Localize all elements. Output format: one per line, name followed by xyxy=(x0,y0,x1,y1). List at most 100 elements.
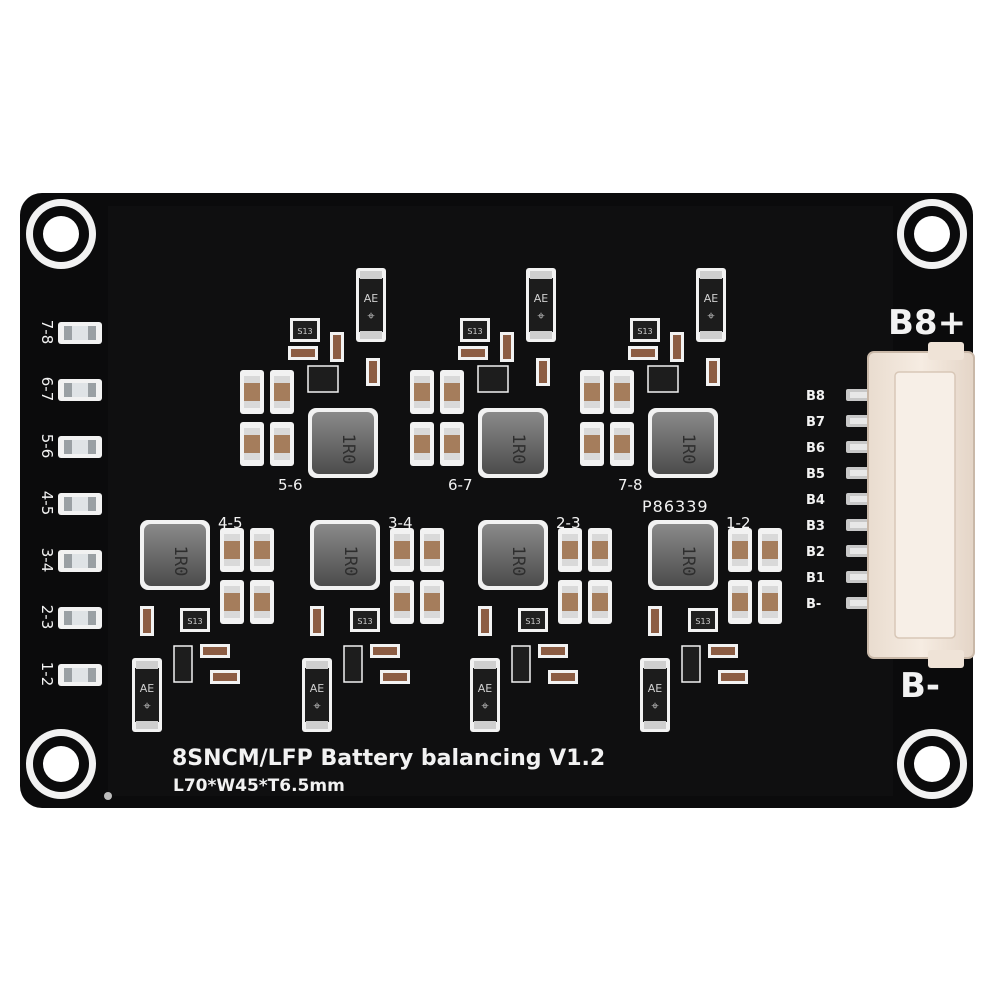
capacitor-terminal xyxy=(224,534,240,541)
led-pad xyxy=(88,440,96,454)
diode-lead xyxy=(306,721,328,729)
cell-label: 3-4 xyxy=(388,514,413,532)
control-ic xyxy=(183,611,207,629)
diode-lead xyxy=(360,271,382,279)
ceramic-capacitor xyxy=(244,376,260,408)
diode-polarity-icon: ⌖ xyxy=(537,309,545,324)
ic-marking: S13 xyxy=(357,617,372,626)
pin-label: B7 xyxy=(806,415,825,430)
capacitor-terminal xyxy=(762,534,778,541)
led-label: 1-2 xyxy=(38,662,56,687)
capacitor-terminal xyxy=(254,586,270,593)
capacitor-terminal xyxy=(414,428,430,435)
smd-resistor xyxy=(461,349,485,357)
mounting-hole xyxy=(43,216,79,252)
mosfet xyxy=(343,645,363,683)
pin-label: B1 xyxy=(806,571,825,586)
capacitor-terminal xyxy=(244,428,260,435)
led-label: 7-8 xyxy=(38,320,56,345)
capacitor-terminal xyxy=(584,376,600,383)
connector-pin-highlight xyxy=(850,522,872,528)
ceramic-capacitor xyxy=(244,428,260,460)
capacitor-terminal xyxy=(274,453,290,460)
ceramic-capacitor xyxy=(224,586,240,618)
capacitor-terminal xyxy=(424,559,440,566)
diode-lead xyxy=(136,721,158,729)
diode-lead xyxy=(474,721,496,729)
led-pad xyxy=(64,440,72,454)
connector-slot xyxy=(894,371,956,639)
capacitor-terminal xyxy=(592,586,608,593)
ceramic-capacitor xyxy=(762,534,778,566)
ceramic-capacitor xyxy=(584,376,600,408)
capacitor-terminal xyxy=(444,428,460,435)
diode-polarity-icon: ⌖ xyxy=(313,699,321,714)
capacitor-terminal xyxy=(274,376,290,383)
ceramic-capacitor xyxy=(614,428,630,460)
diode-marking: AE xyxy=(140,682,155,695)
mounting-hole xyxy=(914,746,950,782)
inductor-marking: 1R0 xyxy=(678,546,698,577)
smd-resistor xyxy=(369,361,377,383)
diode-lead xyxy=(136,661,158,669)
capacitor-terminal xyxy=(224,586,240,593)
mosfet xyxy=(173,645,193,683)
capacitor-terminal xyxy=(224,611,240,618)
ceramic-capacitor xyxy=(414,428,430,460)
diode-lead xyxy=(700,271,722,279)
capacitor-terminal xyxy=(424,586,440,593)
capacitor-terminal xyxy=(584,428,600,435)
positive-terminal-label: B8+ xyxy=(888,303,966,343)
control-ic xyxy=(633,321,657,339)
led-pad xyxy=(88,326,96,340)
ceramic-capacitor xyxy=(732,586,748,618)
cell-label: 4-5 xyxy=(218,514,243,532)
capacitor-terminal xyxy=(274,428,290,435)
fiducial-mark xyxy=(104,792,112,800)
diode-marking: AE xyxy=(478,682,493,695)
ic-marking: S13 xyxy=(695,617,710,626)
board-title: 8SNCM/LFP Battery balancing V1.2 xyxy=(172,746,605,771)
capacitor-terminal xyxy=(562,611,578,618)
connector-latch xyxy=(928,650,964,668)
diode-lead xyxy=(700,331,722,339)
smd-resistor xyxy=(143,609,151,633)
led-pad xyxy=(64,668,72,682)
ceramic-capacitor xyxy=(424,534,440,566)
control-ic xyxy=(293,321,317,339)
ceramic-capacitor xyxy=(444,428,460,460)
led-label: 5-6 xyxy=(38,434,56,459)
schottky-diode xyxy=(135,668,159,722)
led-pad xyxy=(88,611,96,625)
mosfet xyxy=(511,645,531,683)
ic-marking: S13 xyxy=(637,327,652,336)
ceramic-capacitor xyxy=(732,534,748,566)
smd-resistor xyxy=(313,609,321,633)
capacitor-terminal xyxy=(394,534,410,541)
ceramic-capacitor xyxy=(444,376,460,408)
capacitor-terminal xyxy=(394,586,410,593)
schottky-diode xyxy=(305,668,329,722)
smd-resistor xyxy=(711,647,735,655)
ceramic-capacitor xyxy=(562,586,578,618)
led-label: 4-5 xyxy=(38,491,56,516)
power-inductor xyxy=(482,524,544,586)
cell-label: 1-2 xyxy=(726,514,751,532)
mounting-holes xyxy=(26,199,967,799)
capacitor-terminal xyxy=(732,534,748,541)
diode-lead xyxy=(360,331,382,339)
mounting-hole xyxy=(43,746,79,782)
control-ic xyxy=(691,611,715,629)
capacitor-terminal xyxy=(592,559,608,566)
negative-terminal-label: B- xyxy=(900,666,940,706)
ceramic-capacitor xyxy=(592,586,608,618)
indicator-leds: 7-86-75-64-53-42-31-2 xyxy=(38,320,102,687)
inductor-marking: 1R0 xyxy=(340,546,360,577)
pin-label: B5 xyxy=(806,467,825,482)
control-ic xyxy=(521,611,545,629)
mosfet xyxy=(647,365,679,393)
mosfet xyxy=(307,365,339,393)
ceramic-capacitor xyxy=(614,376,630,408)
